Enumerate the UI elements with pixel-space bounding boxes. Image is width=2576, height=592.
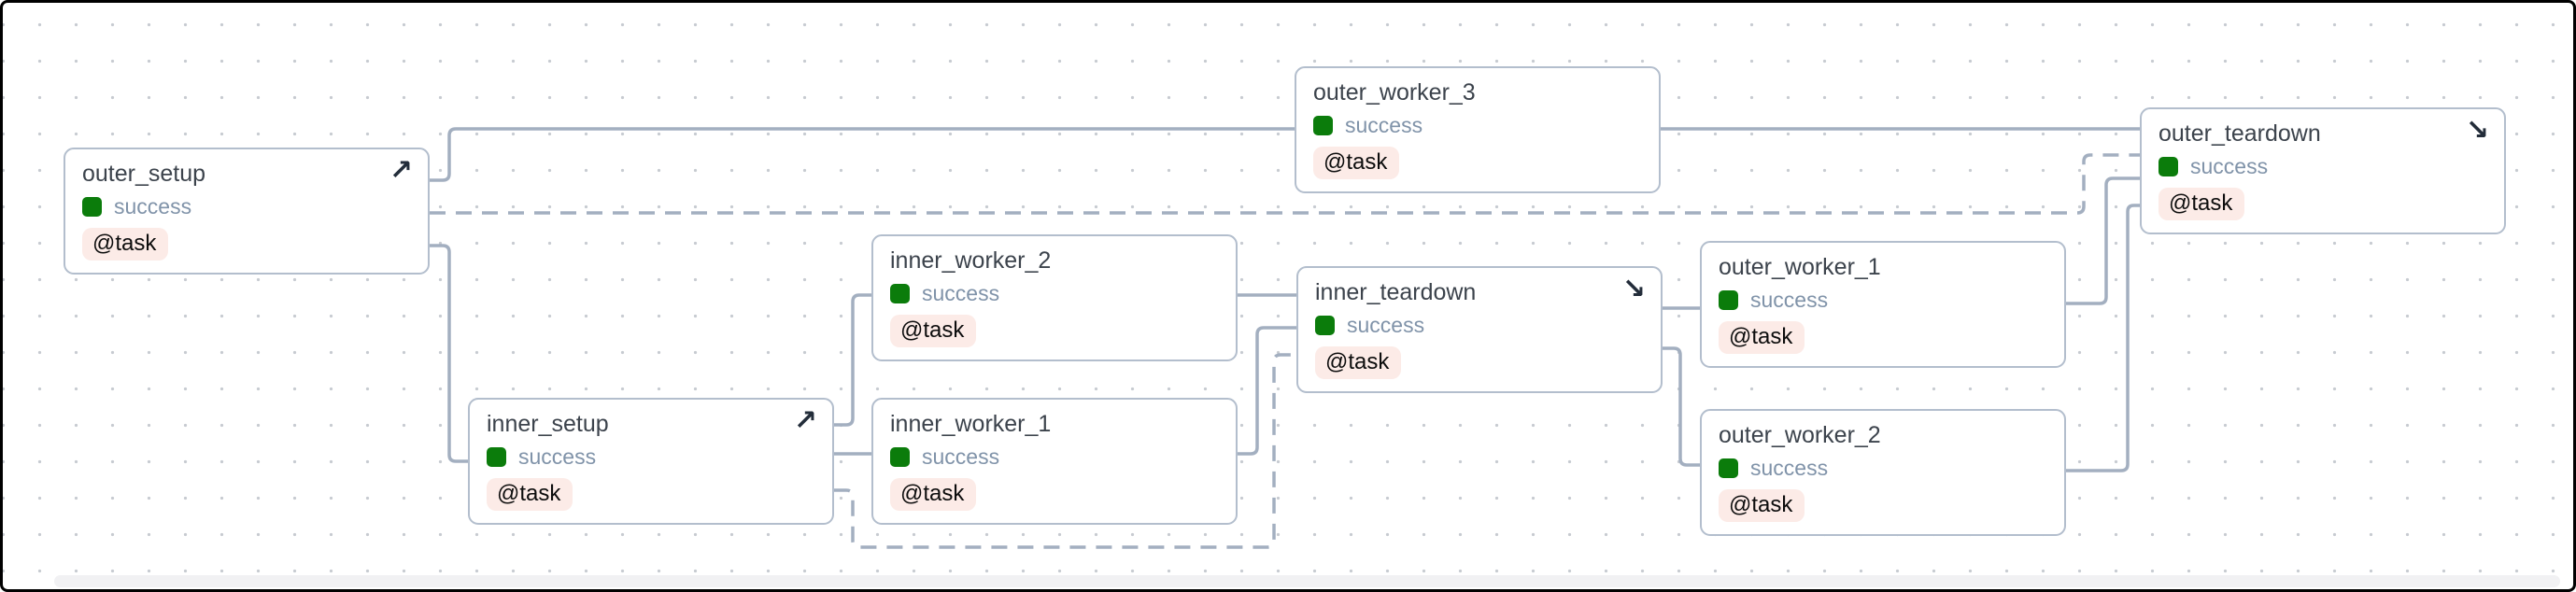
task-state-row: success <box>1315 313 1646 338</box>
status-square <box>890 446 910 467</box>
task-name: inner_worker_2 <box>890 247 1052 274</box>
task-decorator-badge: @task <box>1719 488 1805 523</box>
edge-outer_worker_2-to-outer_teardown <box>2066 204 2140 472</box>
task-state-row: success <box>1719 456 2049 481</box>
task-decorator-badge: @task <box>487 477 573 512</box>
task-state-label: success <box>2190 153 2269 178</box>
dag-graph-canvas[interactable]: outer_setup success @task ↗ outer_worker… <box>3 3 2573 589</box>
task-decorator-badge: @task <box>1315 345 1402 380</box>
task-state-label: success <box>922 444 1000 469</box>
task-decorator-badge: @task <box>890 477 977 512</box>
task-name: outer_setup <box>82 161 206 187</box>
task-state-row: success <box>82 194 413 219</box>
task-state-label: success <box>922 280 1000 305</box>
edge-layer <box>430 127 2140 549</box>
task-state-row: success <box>890 444 1221 470</box>
task-node-inner_worker_2[interactable]: inner_worker_2 success @task <box>871 234 1238 361</box>
task-node-outer_worker_2[interactable]: outer_worker_2 success @task <box>1700 409 2066 536</box>
edge-inner_setup-to-inner_worker_2 <box>834 293 871 427</box>
task-state-row: success <box>487 444 817 470</box>
task-state-row: success <box>2158 154 2489 179</box>
status-square <box>1315 315 1335 335</box>
setup-arrow-icon: ↗ <box>793 405 817 436</box>
status-square <box>2158 156 2178 176</box>
task-state-label: success <box>114 193 192 218</box>
setup-arrow-icon: ↗ <box>389 155 413 186</box>
teardown-arrow-icon: ↘ <box>1621 274 1646 304</box>
edge-outer_setup-to-inner_setup <box>430 244 468 463</box>
task-node-outer_worker_3[interactable]: outer_worker_3 success @task <box>1295 66 1661 193</box>
task-node-inner_worker_1[interactable]: inner_worker_1 success @task <box>871 398 1238 525</box>
task-decorator-badge: @task <box>82 227 169 261</box>
status-square <box>1719 458 1738 478</box>
task-state-label: success <box>1750 287 1829 312</box>
task-name: inner_setup <box>487 411 609 437</box>
status-square <box>1719 289 1738 310</box>
task-state-label: success <box>518 444 597 469</box>
task-name: outer_worker_2 <box>1719 422 1881 448</box>
task-name: inner_worker_1 <box>890 411 1052 437</box>
task-state-row: success <box>1719 288 2049 313</box>
task-state-label: success <box>1345 112 1423 137</box>
edge-outer_setup-to-outer_teardown <box>430 153 2140 215</box>
teardown-arrow-icon: ↘ <box>2465 115 2489 146</box>
task-decorator-badge: @task <box>1313 146 1400 180</box>
task-node-inner_setup[interactable]: inner_setup success @task ↗ <box>468 398 834 525</box>
status-square <box>82 196 102 217</box>
task-decorator-badge: @task <box>890 314 977 348</box>
task-name: outer_worker_1 <box>1719 254 1881 280</box>
edge-inner_teardown-to-outer_worker_2 <box>1663 346 1700 467</box>
task-node-inner_teardown[interactable]: inner_teardown success @task ↘ <box>1296 266 1663 393</box>
status-square <box>890 283 910 303</box>
task-node-outer_teardown[interactable]: outer_teardown success @task ↘ <box>2140 107 2506 234</box>
task-node-outer_worker_1[interactable]: outer_worker_1 success @task <box>1700 241 2066 368</box>
task-state-label: success <box>1347 312 1425 337</box>
task-name: inner_teardown <box>1315 279 1477 305</box>
task-node-outer_setup[interactable]: outer_setup success @task ↗ <box>64 148 430 275</box>
status-square <box>487 446 506 467</box>
task-name: outer_teardown <box>2158 120 2321 147</box>
edge-outer_worker_1-to-outer_teardown <box>2066 176 2140 305</box>
status-square <box>1313 115 1333 135</box>
task-decorator-badge: @task <box>2158 187 2245 221</box>
edge-inner_worker_1-to-inner_teardown <box>1238 326 1296 456</box>
task-name: outer_worker_3 <box>1313 79 1476 106</box>
task-state-label: success <box>1750 455 1829 480</box>
task-state-row: success <box>890 281 1221 306</box>
task-decorator-badge: @task <box>1719 320 1805 355</box>
edge-outer_setup-to-outer_worker_3 <box>430 127 1295 182</box>
task-state-row: success <box>1313 113 1644 138</box>
horizontal-scrollbar[interactable] <box>54 575 2560 587</box>
